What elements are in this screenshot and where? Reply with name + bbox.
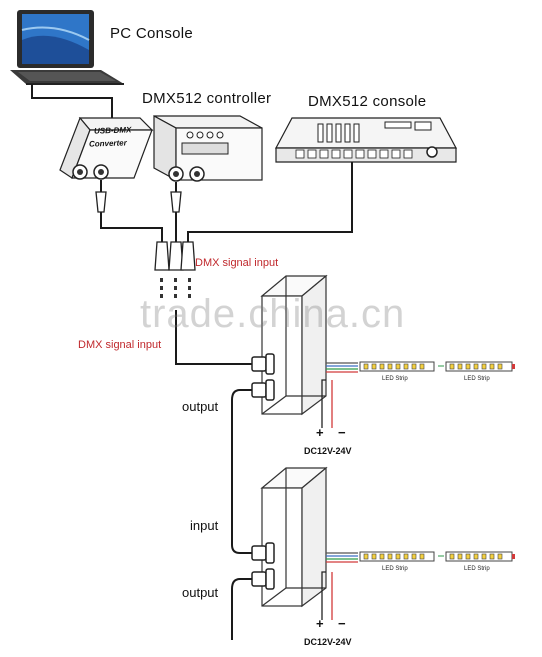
dmx-decoder-1 bbox=[260, 274, 328, 416]
led-strip-1 bbox=[359, 361, 515, 372]
label-input-2: input bbox=[190, 518, 219, 533]
led-wires-1 bbox=[321, 362, 358, 428]
laptop-icon bbox=[10, 10, 124, 85]
label-led-strip-1a: LED Strip bbox=[382, 376, 408, 382]
label-dmx-signal-input-decoder: DMX signal input bbox=[78, 339, 162, 351]
watermark: trade.china.cn bbox=[140, 292, 406, 336]
label-output-2: output bbox=[182, 585, 219, 600]
label-output-1: output bbox=[182, 399, 219, 414]
label-dmx512-controller: DMX512 controller bbox=[142, 90, 272, 107]
label-led-strip-1b: LED Strip bbox=[464, 376, 490, 382]
usb-dmx-converter bbox=[59, 116, 154, 180]
dotted-connection bbox=[160, 278, 191, 298]
xlr-plug-icons bbox=[95, 191, 196, 271]
xlr-jack-icons-1 bbox=[251, 353, 275, 401]
label-plus-1: + bbox=[316, 425, 324, 440]
label-minus-2: − bbox=[338, 616, 346, 631]
label-dc-voltage-1: DC12V-24V bbox=[304, 446, 352, 456]
label-minus-1: − bbox=[338, 425, 346, 440]
dmx512-console bbox=[275, 117, 457, 163]
label-pc-console: PC Console bbox=[110, 25, 194, 42]
dmx512-controller bbox=[153, 114, 263, 182]
led-strip-2 bbox=[359, 551, 515, 562]
label-led-strip-2b: LED Strip bbox=[464, 566, 490, 572]
label-led-strip-2a: LED Strip bbox=[382, 566, 408, 572]
label-converter: Converter bbox=[88, 138, 127, 149]
label-plus-2: + bbox=[316, 616, 324, 631]
label-usb-dmx: USB-DMX bbox=[93, 125, 132, 136]
label-dmx-signal-input-top: DMX signal input bbox=[195, 257, 279, 269]
led-wires-2 bbox=[321, 552, 358, 620]
label-dmx512-console: DMX512 console bbox=[308, 93, 427, 110]
label-dc-voltage-2: DC12V-24V bbox=[304, 637, 352, 647]
